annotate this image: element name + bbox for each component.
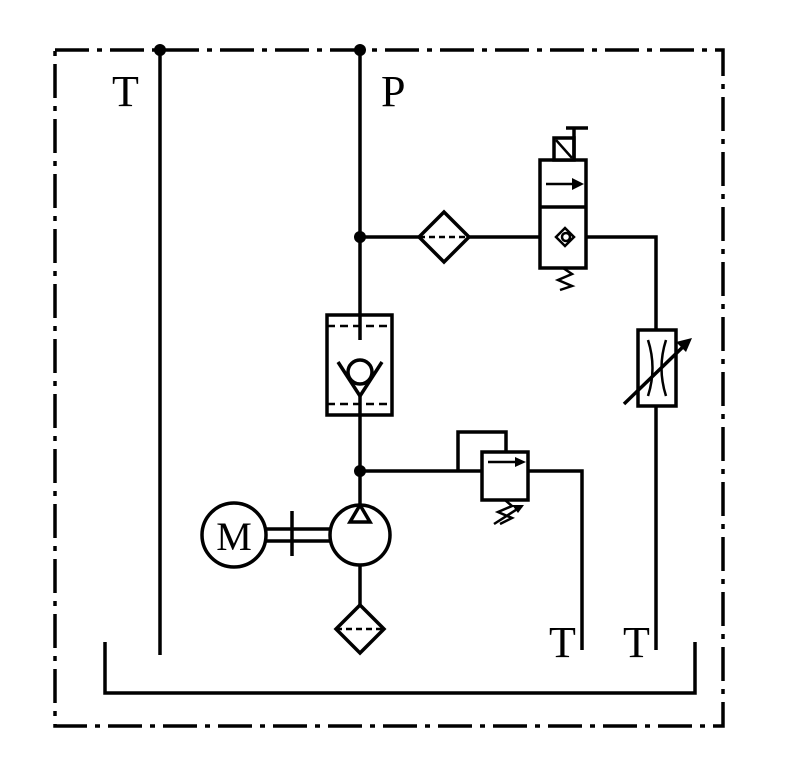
spring-icon xyxy=(554,266,576,292)
valve-outlet-line xyxy=(586,235,658,330)
junction-dot-tank xyxy=(154,44,166,56)
tank-port-label-top: T xyxy=(112,67,139,116)
reservoir xyxy=(103,642,697,695)
check-valve xyxy=(325,313,394,417)
flow-control-valve xyxy=(622,328,692,408)
spring-icon xyxy=(494,499,515,526)
electric-motor xyxy=(200,501,268,569)
pump xyxy=(328,501,392,567)
motor-label: M xyxy=(216,514,252,559)
pressure-port-label: P xyxy=(381,67,405,116)
tank-port-label-flow: T xyxy=(623,618,650,667)
line-filter xyxy=(416,209,472,265)
enclosure-boundary xyxy=(53,48,725,728)
solenoid-valve xyxy=(538,126,588,292)
junction-dot-pressure xyxy=(354,44,366,56)
motor-coupling xyxy=(266,511,330,556)
relief-valve xyxy=(360,430,584,650)
tank-port-label-relief: T xyxy=(549,618,576,667)
suction-strainer xyxy=(333,602,387,656)
